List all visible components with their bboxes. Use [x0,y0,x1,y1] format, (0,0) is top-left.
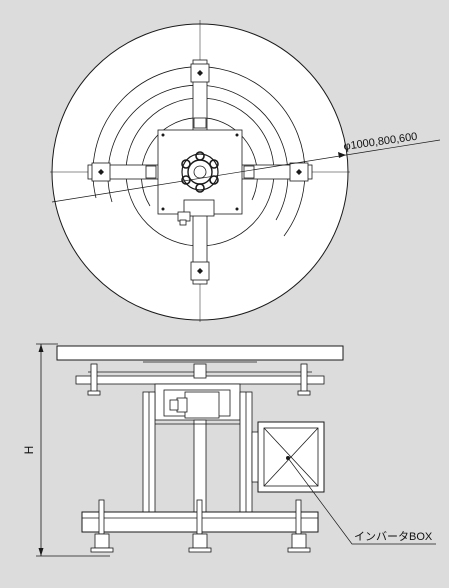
inverter-label: インバータBOX [354,530,433,543]
motor-bracket [183,199,215,217]
motor-knob [169,399,179,411]
motor-stub-end [179,219,187,226]
height-arrow-top [38,344,44,352]
base-bolt [235,207,239,211]
arm-block-right [243,165,255,179]
base-foot-left-pad [90,547,114,553]
arm-pad-left-mark [98,169,104,175]
height-label: H [22,446,36,455]
hub-lobe [195,183,205,193]
arm-block-left [145,165,157,179]
inverter-box-diag2 [263,427,319,487]
motor-side [176,397,188,413]
base-bolt [161,207,165,211]
base-bolt [235,133,239,137]
base-bolt [161,133,165,137]
base-foot-center-bolt [196,499,203,535]
inverter-leader [287,457,436,545]
base-foot-right-bolt [295,499,302,535]
inverter-leader-dot [286,456,290,460]
base-foot-right [291,533,307,549]
hub-lobe [209,159,219,169]
table-top-plate [56,345,344,361]
diameter-arrow [338,152,346,158]
motor-block [184,391,220,419]
base-foot-center [192,533,208,549]
base-foot-left-bolt [98,499,105,535]
height-arrow-bottom [38,548,44,556]
base-foot-center-pad [188,547,212,553]
center-shaft [193,419,207,513]
hub-lobe [195,151,205,161]
side-view: H [22,343,436,557]
arm-foot-center [193,363,207,379]
arm-foot-right [300,363,308,393]
hub-outer [181,153,219,191]
diameter-leader [51,139,441,203]
base-foot-right-pad [287,547,311,553]
inverter-bracket [251,431,259,483]
top-view: φ1000,800,600 [50,20,441,322]
arm-pad-bottom-mark [197,268,203,274]
arm-block-top [193,117,207,129]
arm-pad-top-mark [197,70,203,76]
arm-foot-left [90,363,98,393]
arm-pad-right-mark [296,169,302,175]
arm-foot-right-cap [297,390,311,396]
arm-foot-left-cap [87,390,101,396]
hub-lobe [181,159,191,169]
base-foot-left [94,533,110,549]
